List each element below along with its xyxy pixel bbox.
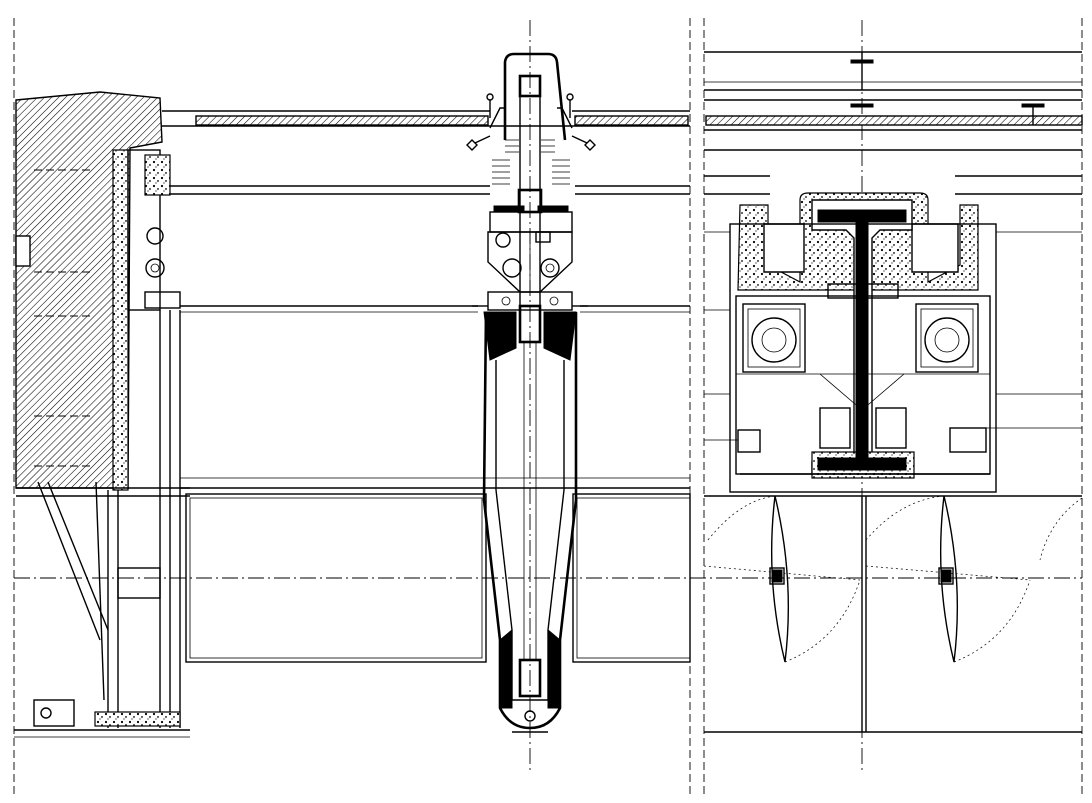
fan-icon [924,317,970,363]
left-wall-section [14,91,190,738]
fan-unit-left [742,303,806,373]
wall-insert [15,235,31,267]
gasket-block [144,154,171,196]
fan-unit-right [915,303,979,373]
blade-edge-left [483,311,517,361]
bolt-icon [540,258,560,278]
deck-hatch-left [195,115,489,126]
bolt-icon [495,232,511,248]
beam-housing [729,223,997,493]
concrete-wall [15,91,163,489]
insulation-strip [112,149,129,491]
glass-pane-left [185,493,487,663]
right-beam-section [703,51,1083,733]
bolt-icon [145,258,165,278]
bolt-icon [524,710,536,722]
horizontal-rails [162,110,691,663]
blade-edge-right [543,311,577,361]
base-plate [94,711,181,727]
deck-hatch-right [705,115,1083,126]
blade-cap [503,52,567,141]
deck-hatch-mid [574,115,689,126]
central-blade-section [466,52,596,733]
bolt-icon [146,227,164,245]
fan-icon [751,317,797,363]
